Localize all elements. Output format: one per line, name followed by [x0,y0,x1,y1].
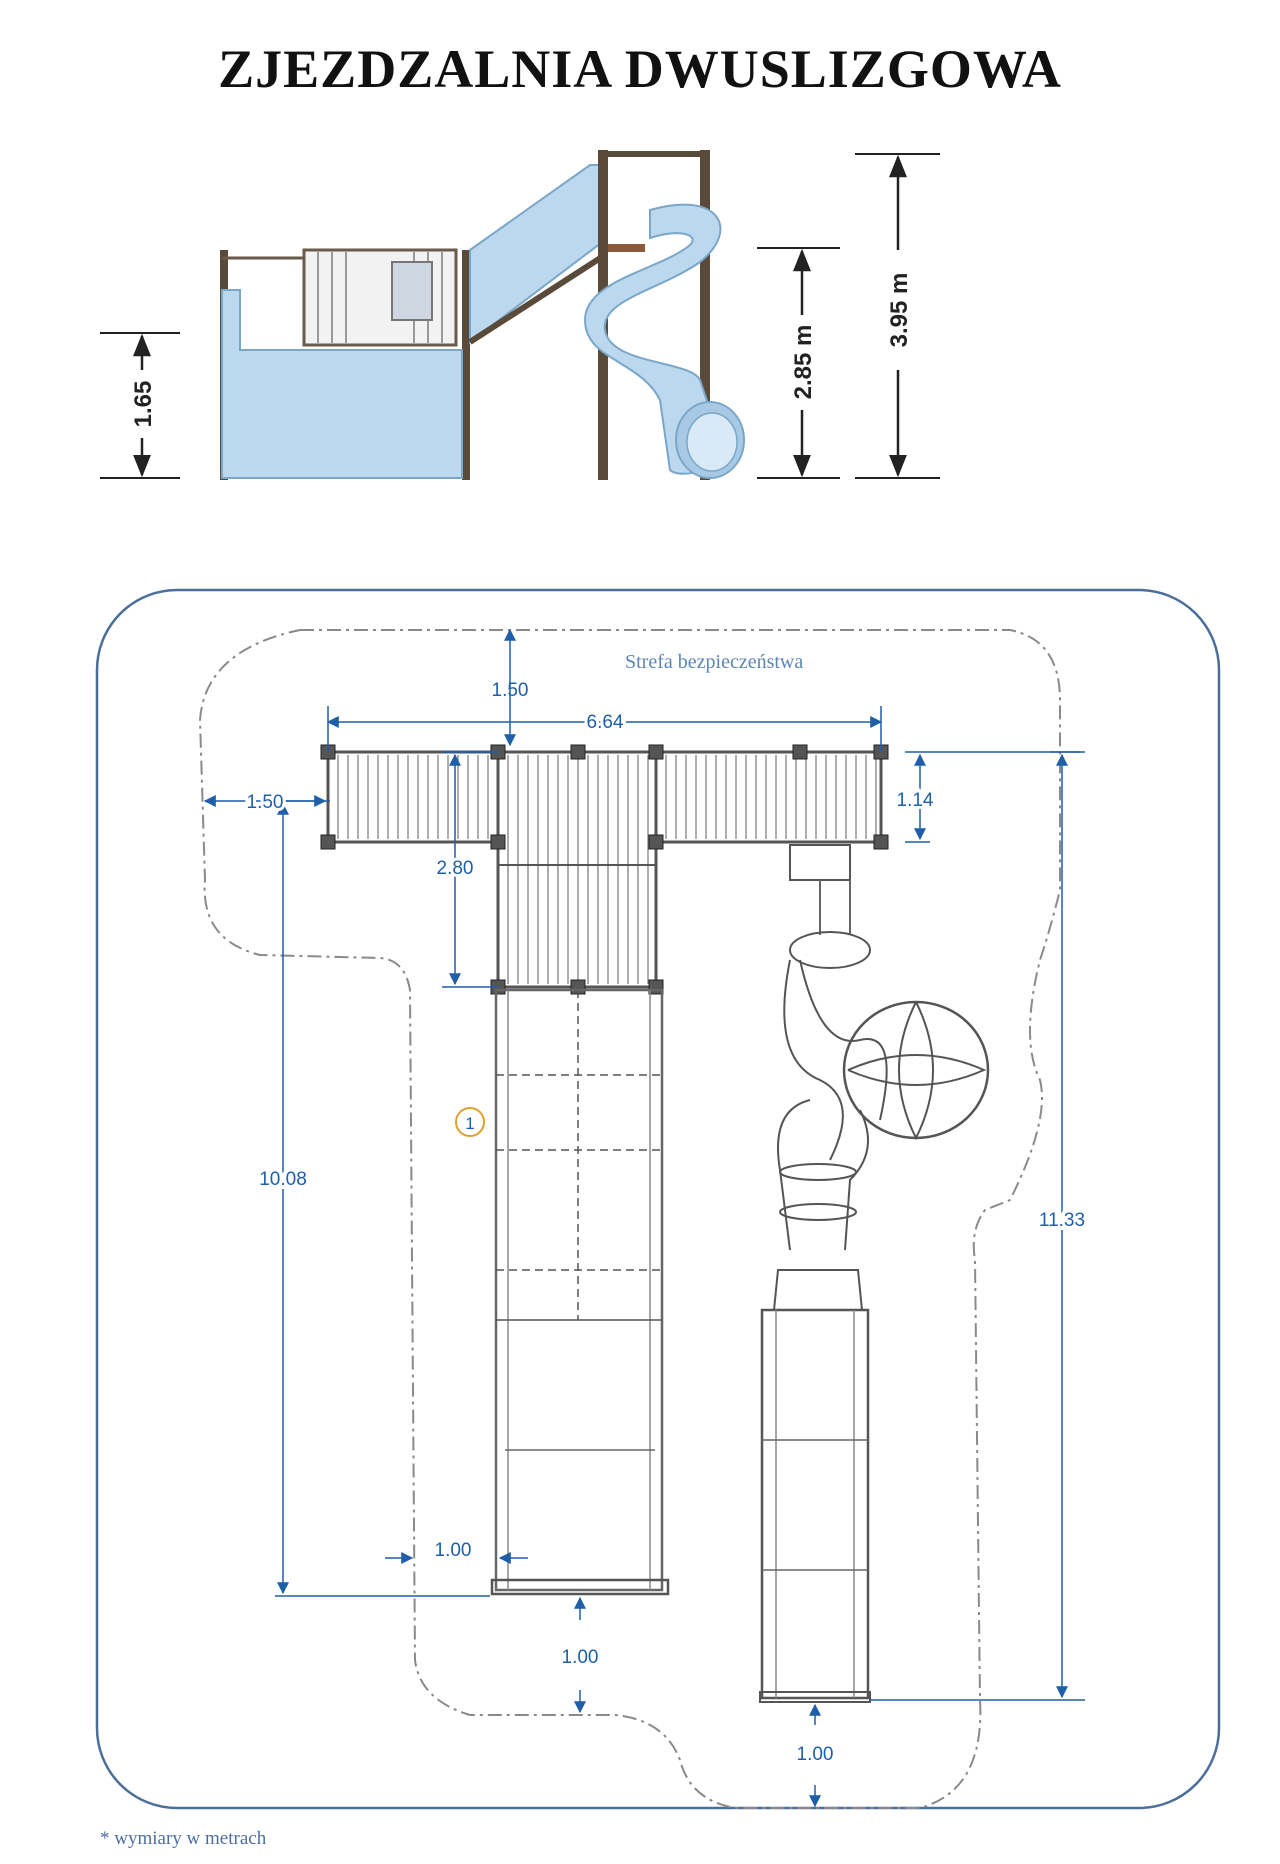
tower-railing [302,248,458,347]
dim-slide-height: 2.85 m [757,247,840,479]
zone-label: Strefa bezpieczeństwa [625,651,803,673]
dim-total-height: 3.95 m [855,153,940,479]
plan-view: Strefa bezpieczeństwa [95,588,1221,1810]
right-deck [654,750,883,844]
dim-side-clearance: 1.00 [435,1540,472,1561]
spiral-tube [583,203,745,479]
dim-platform-label: 1.65 [130,381,157,428]
safety-zone [198,629,1061,1809]
tower-post [792,744,808,760]
page-title: ZJEZDZALNIA DWUSLIZGOWA [218,39,1062,99]
tower-posts [320,744,889,995]
dim-platform-height: 1.65 [100,332,180,479]
dim-left-height: 10.08 [259,1169,307,1190]
dim-bottom-right: 1.00 [797,1744,834,1765]
tower-post [320,834,336,850]
dim-tower-depth: 2.80 [437,858,474,879]
left-deck [326,750,500,844]
tower-post [873,834,889,850]
central-tower [496,750,658,989]
marker-label: 1 [465,1114,474,1133]
dim-top-margin: 1.50 [492,680,529,701]
dim-slide-label: 2.85 m [790,325,817,400]
footnote: * wymiary w metrach [100,1828,267,1849]
elevation-view: 1.65 2.85 m 3.95 m [100,150,940,480]
dim-right-height: 11.33 [1039,1210,1085,1231]
dim-total-label: 3.95 m [886,273,913,348]
dim-bottom-left: 1.00 [562,1647,599,1668]
dim-width-total: 6.64 [587,712,624,733]
left-slide [221,289,463,479]
plan-frame [95,588,1221,1810]
straight-slide [490,988,670,1596]
tower-post [648,744,664,760]
dim-deck-depth: 1.14 [897,790,934,811]
tower-post [570,744,586,760]
tower-post [648,834,664,850]
marker-1: 1 [455,1107,485,1137]
tower-post [490,834,506,850]
spiral-slide [759,844,990,1703]
dim-left-margin: 1.50 [247,792,284,813]
